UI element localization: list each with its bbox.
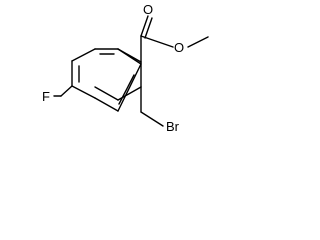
bond-carbonyl-to-ester-oxygen <box>140 35 174 48</box>
bromine-label: Br <box>166 119 180 134</box>
carbonyl-double-bond-2 <box>144 17 153 39</box>
ring-right-upper <box>117 48 142 63</box>
fluorine-label: F <box>42 89 50 104</box>
ring-bottom-right <box>117 86 142 101</box>
ester-oxygen-label: O <box>174 40 184 55</box>
bond-ch2-to-bromine <box>140 111 164 127</box>
carbonyl-oxygen-label: O <box>143 2 153 17</box>
bond-ring-to-fluorine <box>60 85 73 97</box>
bond-ester-oxygen-to-methyl <box>187 36 209 48</box>
ring-bond-c3-c4 <box>94 97 119 112</box>
molecule-structure: O O F Br <box>42 2 209 134</box>
aromatic-inner-bond-3 <box>118 74 135 105</box>
ring-bond-c6-c1 <box>71 48 96 62</box>
ring-bond-c2-c3 <box>117 63 142 112</box>
carbonyl-double-bond-1 <box>140 15 149 37</box>
ring-bond-c4-c5 <box>71 85 96 99</box>
ring-bottom-left <box>94 86 119 101</box>
